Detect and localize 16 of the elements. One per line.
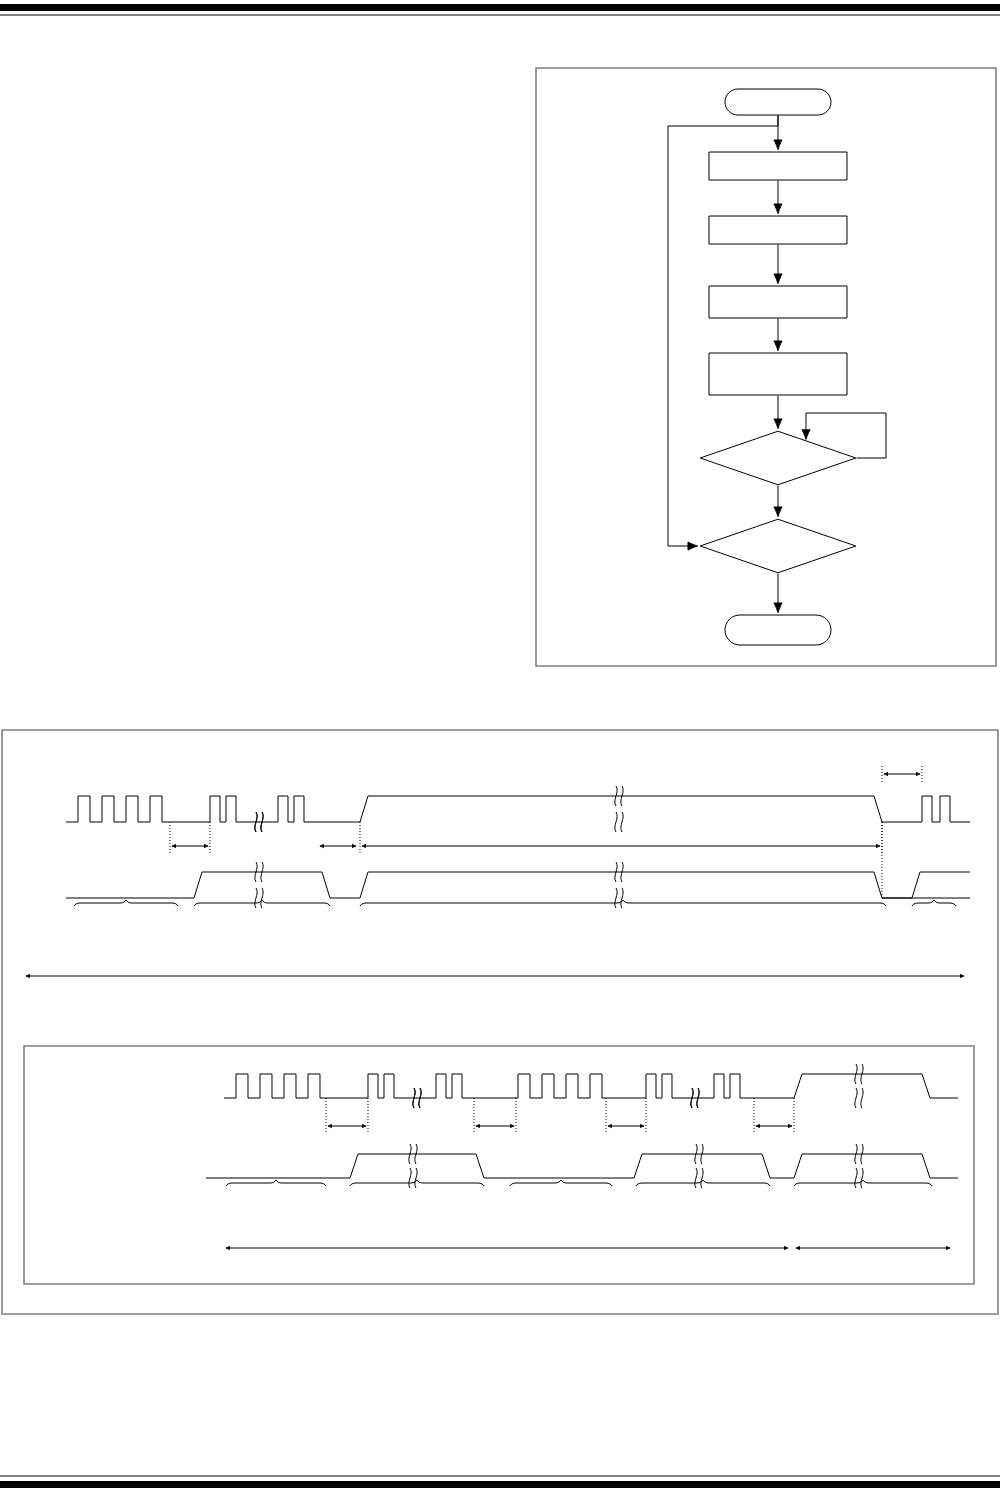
arrow xyxy=(773,395,783,430)
process-box xyxy=(708,285,848,319)
arrow xyxy=(773,573,783,614)
process-box xyxy=(708,215,848,245)
arrow xyxy=(773,180,783,215)
terminal-shape xyxy=(724,614,832,646)
arrow xyxy=(801,412,887,459)
decision-diamond xyxy=(699,518,857,574)
arrow xyxy=(773,318,783,352)
terminal-shape xyxy=(724,88,832,116)
arrow xyxy=(773,485,783,518)
decision-diamond xyxy=(699,430,857,486)
process-box xyxy=(708,151,848,181)
arrow xyxy=(773,244,783,285)
arrow xyxy=(667,115,779,551)
process-box xyxy=(708,352,848,396)
